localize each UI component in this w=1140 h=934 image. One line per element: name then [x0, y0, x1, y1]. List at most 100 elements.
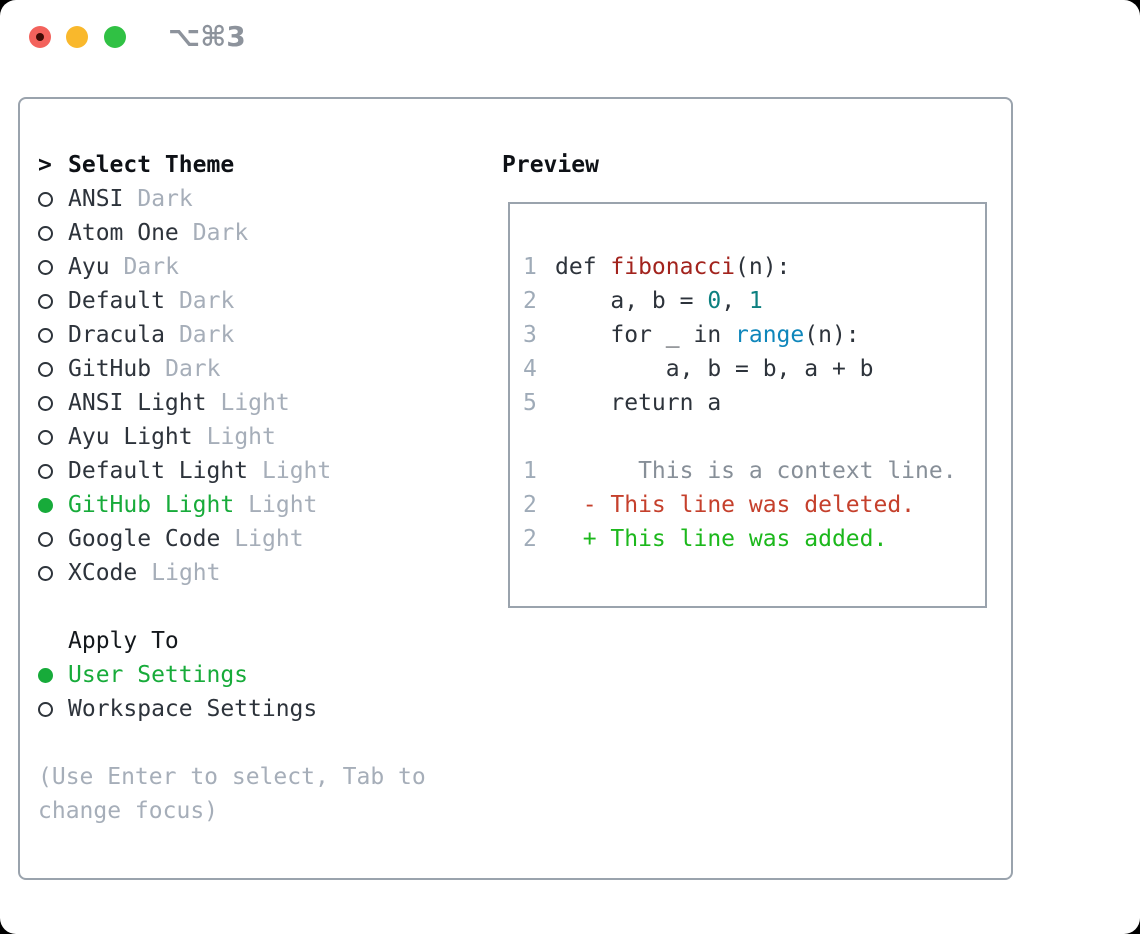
line-content: + This line was added. [555, 526, 888, 552]
radio-icon [38, 293, 53, 309]
close-dot-icon [36, 33, 44, 41]
theme-option-default-light[interactable]: Default Light Light [38, 454, 478, 488]
line-content: def fibonacci(n): [555, 254, 791, 280]
theme-variant: Dark [192, 220, 249, 246]
blank-line [523, 420, 975, 454]
theme-list-title: Select Theme [68, 152, 235, 178]
theme-variant: Dark [123, 254, 179, 280]
diff-line: 2 + This line was added. [523, 522, 975, 556]
close-button[interactable] [29, 26, 51, 48]
theme-name: ANSI [68, 186, 124, 212]
line-number: 2 [523, 526, 537, 552]
apply-option-user-settings[interactable]: User Settings [38, 658, 478, 692]
theme-name: GitHub [68, 356, 152, 382]
theme-name: XCode [68, 560, 138, 586]
theme-list: > Select Theme ANSI Dark Atom One Dark A… [38, 148, 478, 828]
line-content: a, b = 0, 1 [555, 288, 763, 314]
line-number: 4 [523, 356, 537, 382]
theme-name: Ayu [68, 254, 110, 280]
apply-option-label: User Settings [68, 662, 249, 688]
theme-variant: Dark [165, 356, 221, 382]
theme-name: ANSI Light [68, 390, 207, 416]
radio-selected-icon [38, 667, 53, 683]
code-line: 3 for _ in range(n): [523, 318, 975, 352]
theme-picker-panel: > Select Theme ANSI Dark Atom One Dark A… [18, 97, 1013, 880]
theme-name: Atom One [68, 220, 179, 246]
code-line: 1 def fibonacci(n): [523, 250, 975, 284]
radio-selected-icon [38, 497, 53, 513]
prompt-icon: > [38, 152, 52, 178]
apply-to-title: Apply To [68, 628, 179, 654]
radio-icon [38, 259, 53, 275]
preview-title: Preview [502, 152, 599, 178]
line-content: for _ in range(n): [555, 322, 860, 348]
radio-icon [38, 531, 53, 547]
keyboard-hint: (Use Enter to select, Tab to change focu… [38, 764, 426, 824]
theme-option-ansi-light[interactable]: ANSI Light Light [38, 386, 478, 420]
radio-icon [38, 463, 53, 479]
line-number: 2 [523, 492, 537, 518]
theme-variant: Light [248, 492, 318, 518]
theme-variant: Light [206, 424, 276, 450]
theme-option-github-light[interactable]: GitHub Light Light [38, 488, 478, 522]
line-number [523, 420, 555, 454]
code-line: 5 return a [523, 386, 975, 420]
line-content: This is a context line. [555, 458, 957, 484]
radio-icon [38, 395, 53, 411]
radio-icon [38, 225, 53, 241]
code-line: 2 a, b = 0, 1 [523, 284, 975, 318]
diff-line: 2 - This line was deleted. [523, 488, 975, 522]
theme-name: Default [68, 288, 165, 314]
theme-name: GitHub Light [68, 492, 235, 518]
line-number: 2 [523, 288, 537, 314]
theme-option-default-dark[interactable]: Default Dark [38, 284, 478, 318]
theme-variant: Dark [137, 186, 193, 212]
line-number: 1 [523, 458, 537, 484]
zoom-button[interactable] [104, 26, 126, 48]
line-number: 3 [523, 322, 537, 348]
theme-variant: Dark [178, 322, 235, 348]
spacer [38, 590, 478, 624]
radio-icon [38, 565, 53, 581]
theme-option-atom-one-dark[interactable]: Atom One Dark [38, 216, 478, 250]
theme-option-ayu-dark[interactable]: Ayu Dark [38, 250, 478, 284]
radio-icon [38, 361, 53, 377]
theme-variant: Dark [178, 288, 235, 314]
radio-icon [38, 701, 53, 717]
line-content: - This line was deleted. [555, 492, 916, 518]
code-line: 4 a, b = b, a + b [523, 352, 975, 386]
theme-option-ayu-light[interactable]: Ayu Light Light [38, 420, 478, 454]
theme-variant: Light [220, 390, 290, 416]
radio-icon [38, 429, 53, 445]
diff-line: 1 This is a context line. [523, 454, 975, 488]
minimize-button[interactable] [66, 26, 88, 48]
theme-option-ansi-dark[interactable]: ANSI Dark [38, 182, 478, 216]
line-number: 5 [523, 390, 537, 416]
spacer [38, 726, 478, 760]
theme-name: Ayu Light [68, 424, 193, 450]
apply-option-workspace-settings[interactable]: Workspace Settings [38, 692, 478, 726]
titlebar: ⌥⌘3 [0, 0, 1140, 72]
apply-to-header: Apply To [38, 624, 478, 658]
apply-option-label: Workspace Settings [68, 696, 318, 722]
window-title-shortcut: ⌥⌘3 [168, 20, 246, 53]
theme-option-github-dark[interactable]: GitHub Dark [38, 352, 478, 386]
theme-option-xcode-light[interactable]: XCode Light [38, 556, 478, 590]
theme-name: Google Code [68, 526, 221, 552]
theme-name: Dracula [68, 322, 165, 348]
theme-name: Default Light [68, 458, 249, 484]
theme-variant: Light [234, 526, 304, 552]
line-content: return a [555, 390, 722, 416]
theme-variant: Light [151, 560, 221, 586]
line-number: 1 [523, 254, 537, 280]
radio-icon [38, 191, 53, 207]
radio-icon [38, 327, 53, 343]
theme-option-dracula-dark[interactable]: Dracula Dark [38, 318, 478, 352]
line-content: a, b = b, a + b [555, 356, 874, 382]
theme-option-google-code-light[interactable]: Google Code Light [38, 522, 478, 556]
theme-variant: Light [262, 458, 332, 484]
